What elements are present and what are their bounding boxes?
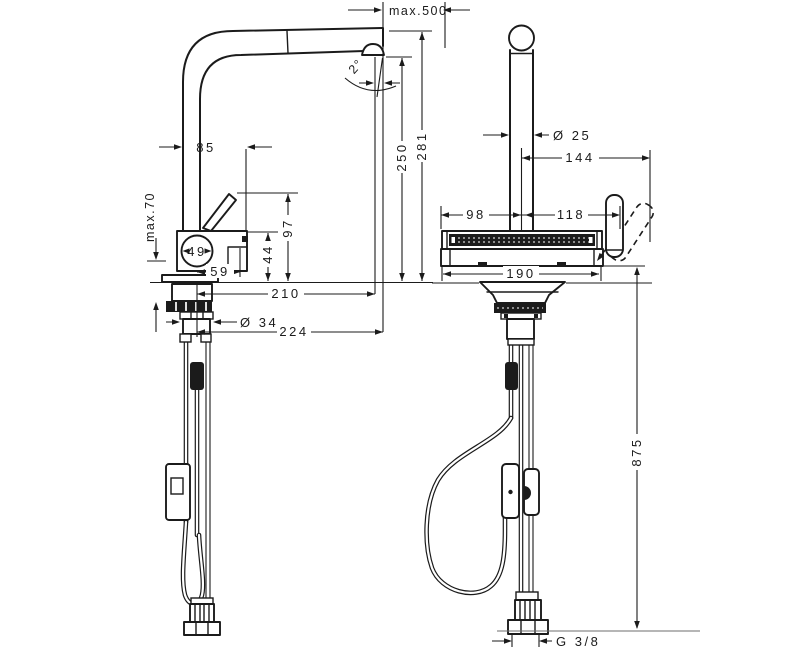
dim-85: 85	[196, 140, 215, 155]
front-hose-connector	[183, 597, 221, 636]
dim-max-deck: max.70	[143, 192, 157, 242]
dim-190: 190	[506, 266, 535, 281]
dim-44: 44	[260, 244, 275, 263]
side-dimensions	[440, 132, 651, 647]
dim-144: 144	[565, 150, 594, 165]
hose-sleeve	[505, 362, 518, 390]
handle-lever	[202, 193, 237, 232]
dim-d25: Ø 25	[553, 128, 591, 143]
spray-bar	[449, 234, 595, 246]
front-dimensions	[147, 2, 470, 337]
dim-224: 224	[279, 324, 308, 339]
dim-98: 98	[466, 207, 485, 222]
dim-250: 250	[394, 142, 409, 171]
dim-49: 49	[187, 244, 206, 259]
front-mounting	[166, 283, 214, 343]
side-hose-weight	[501, 463, 540, 519]
side-view: Ø 25 144 98 118 190 875 G 3/8	[424, 24, 700, 649]
dim-875: 875	[629, 437, 644, 466]
side-hose-connector	[507, 591, 549, 635]
dim-angle: 2°	[346, 56, 366, 76]
dim-max-pullout: max.500	[389, 4, 447, 18]
side-body	[440, 230, 604, 267]
side-hoses	[424, 336, 534, 601]
dim-thread: G 3/8	[556, 634, 600, 649]
dim-59: 59	[210, 264, 229, 279]
connector-nut	[507, 619, 549, 635]
side-mounting	[479, 281, 566, 346]
dim-118: 118	[557, 207, 585, 222]
side-pipe	[508, 24, 535, 232]
front-hose-weight	[165, 463, 191, 521]
connector-nut	[183, 621, 221, 636]
front-view: max.500 2° 85 max.70 49 59 44 97 250 281…	[143, 2, 470, 636]
dim-97: 97	[280, 218, 295, 237]
dim-281: 281	[414, 131, 429, 160]
side-handle	[597, 194, 655, 262]
body-knob	[180, 234, 214, 268]
handle-rotated-ghost	[608, 202, 655, 262]
dim-210: 210	[271, 286, 300, 301]
dim-d34: Ø 34	[240, 315, 278, 330]
hose-sleeve	[190, 362, 204, 390]
spray-nozzle	[361, 43, 385, 56]
